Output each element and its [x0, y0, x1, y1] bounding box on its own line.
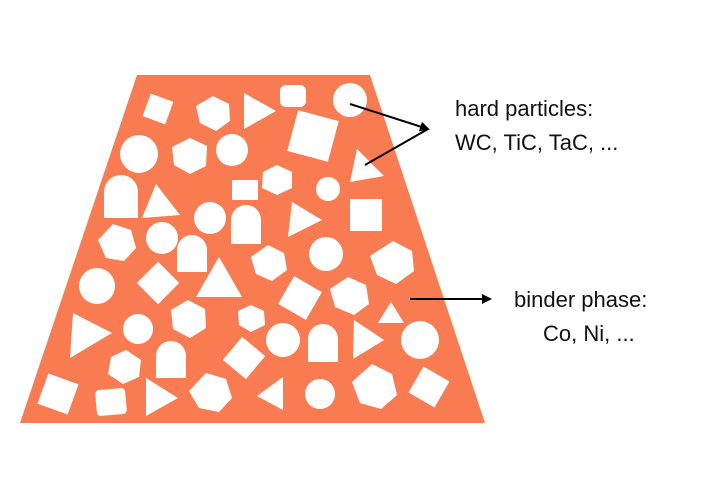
particle-square: [350, 199, 382, 231]
particle-hexagon: [352, 364, 397, 409]
particle-circle: [123, 314, 153, 344]
particle-square: [408, 366, 450, 408]
particle-triangle: [378, 302, 404, 323]
particle-circle: [309, 237, 343, 271]
particle-square: [142, 93, 174, 125]
particle-circle: [216, 134, 248, 166]
particle-square: [136, 261, 180, 305]
arrow-hard-particles-upper: [349, 103, 430, 132]
particle-hexagon: [330, 277, 369, 315]
particle-triangle: [142, 184, 180, 218]
particle-hexagon: [189, 373, 232, 412]
particle-rounded-square: [280, 85, 306, 107]
hard-particles: [37, 83, 450, 416]
particle-circle: [194, 202, 226, 234]
particle-arch: [231, 205, 261, 244]
particle-circle: [333, 83, 367, 117]
particle-triangle: [70, 313, 112, 358]
binder-phase-examples: Co, Ni, ...: [543, 321, 635, 346]
particle-arch: [104, 175, 138, 218]
particle-circle: [305, 379, 335, 409]
particle-circle: [401, 321, 439, 359]
particle-circle: [146, 222, 178, 254]
particle-square: [278, 276, 322, 320]
particle-hexagon: [370, 241, 414, 284]
particle-rect: [232, 180, 258, 200]
particle-triangle: [146, 378, 178, 416]
particle-triangle: [257, 377, 283, 410]
particle-hexagon: [108, 350, 141, 384]
particle-circle: [266, 323, 300, 357]
particle-circle: [79, 268, 115, 304]
particle-hexagon: [172, 138, 207, 174]
particle-hexagon: [251, 245, 287, 281]
hard-particles-examples: WC, TiC, TaC, ...: [455, 130, 619, 155]
particle-circle: [120, 135, 158, 173]
hard-particles-label: hard particles:: [455, 96, 594, 121]
particle-square: [37, 373, 79, 415]
particle-arch: [308, 324, 338, 362]
particle-square: [222, 336, 266, 380]
particle-triangle: [288, 202, 322, 237]
particle-triangle: [350, 149, 384, 182]
binder-phase-label: binder phase:: [514, 287, 648, 312]
particle-rounded-square: [95, 388, 127, 416]
particle-arch: [177, 235, 207, 272]
particle-circle: [316, 177, 340, 201]
particle-triangle: [244, 93, 276, 129]
particle-hexagon: [171, 300, 206, 338]
particle-hexagon: [196, 96, 230, 131]
arrow-hard-particles-lower: [364, 128, 429, 166]
particle-hexagon: [238, 305, 265, 332]
particle-hexagon: [262, 165, 292, 195]
particle-square: [287, 110, 339, 162]
particle-arch: [156, 341, 186, 378]
particle-triangle: [353, 320, 384, 359]
particle-triangle: [196, 257, 242, 297]
particle-hexagon: [98, 224, 136, 261]
